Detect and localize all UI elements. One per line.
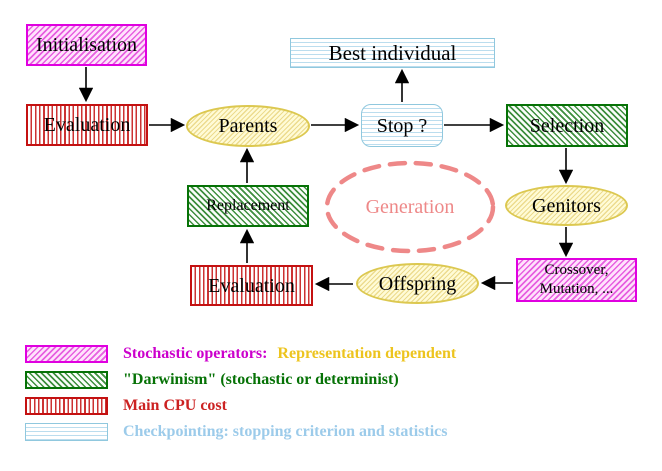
node-evaluation-bottom-label: Evaluation [208, 274, 295, 297]
node-crossover-line1: Crossover, [544, 262, 609, 279]
legend-row-cpu-cost: Main CPU cost [25, 397, 227, 415]
node-selection-label: Selection [529, 114, 605, 137]
legend-swatch-red-stripes [25, 397, 108, 415]
generation-cycle-label: Generation [325, 162, 495, 252]
node-initialisation: Initialisation [26, 24, 147, 66]
node-crossover-mutation: Crossover, Mutation, ... [516, 258, 637, 302]
node-replacement-label: Replacement [206, 197, 290, 214]
node-best-individual-label: Best individual [328, 40, 457, 65]
legend-label-cpu-cost: Main CPU cost [123, 397, 227, 414]
legend-swatch-magenta-hatch [25, 345, 108, 363]
legend-row-stochastic-operators: Stochastic operators: Representation depe… [25, 345, 456, 363]
node-evaluation-bottom: Evaluation [190, 265, 313, 306]
node-stop-label: Stop ? [376, 114, 428, 137]
node-replacement: Replacement [187, 185, 309, 227]
node-offspring-label: Offspring [378, 272, 457, 295]
node-offspring-ellipse: Offspring [356, 263, 479, 304]
node-evaluation-top: Evaluation [26, 104, 148, 146]
node-genitors-ellipse: Genitors [505, 185, 628, 226]
node-parents-label: Parents [218, 115, 278, 137]
node-evaluation-top-label: Evaluation [43, 114, 131, 136]
legend-label-checkpointing: Checkpointing: stopping criterion and st… [123, 423, 448, 440]
generation-label-text: Generation [365, 196, 455, 218]
node-selection: Selection [506, 104, 628, 147]
legend-row-checkpointing: Checkpointing: stopping criterion and st… [25, 423, 447, 441]
legend-text-stochastic: Stochastic operators: [123, 345, 268, 362]
node-stop: Stop ? [361, 104, 443, 147]
node-crossover-line2: Mutation, ... [539, 281, 614, 297]
legend-swatch-cyan-stripes [25, 423, 108, 441]
node-initialisation-label: Initialisation [35, 34, 138, 56]
node-genitors-label: Genitors [532, 194, 601, 217]
legend-label-darwinism: "Darwinism" (stochastic or determinist) [123, 371, 399, 388]
legend-row-darwinism: "Darwinism" (stochastic or determinist) [25, 371, 399, 389]
legend-text-representation: Representation dependent [277, 345, 457, 362]
legend-label-stochastic-operators: Stochastic operators: Representation depe… [123, 346, 456, 362]
node-parents-ellipse: Parents [186, 105, 310, 147]
node-best-individual: Best individual [290, 38, 495, 68]
legend-swatch-green-hatch [25, 371, 108, 389]
